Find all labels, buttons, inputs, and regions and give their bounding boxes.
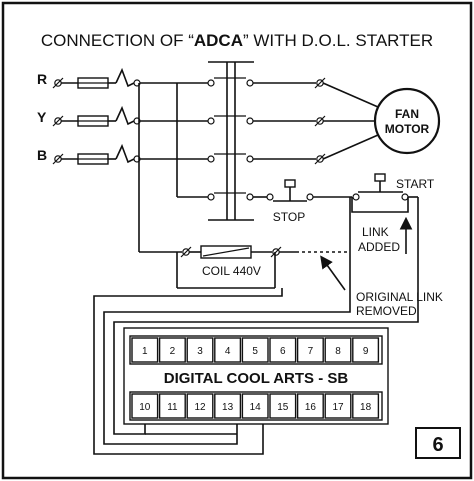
- link-added-label-line1: LINK: [362, 225, 389, 239]
- terminal-5: [241, 337, 269, 363]
- terminal-number: 1: [142, 346, 148, 357]
- terminal-3: [186, 337, 214, 363]
- stop-label: STOP: [273, 210, 305, 224]
- title-brand: ADCA: [194, 31, 243, 50]
- terminal-4: [214, 337, 242, 363]
- motor-icon: [373, 87, 441, 155]
- push-button-icon: [351, 173, 409, 213]
- phase-line-r: [52, 67, 379, 108]
- phase-label-b: B: [37, 147, 47, 163]
- terminal-11: [158, 393, 186, 419]
- start-label: START: [396, 177, 435, 191]
- terminal-number: 13: [222, 402, 234, 413]
- overload-relay-icon: [115, 143, 135, 164]
- terminal-number: 16: [305, 402, 317, 413]
- coil-label: COIL 440V: [202, 264, 261, 278]
- terminal-18: [352, 393, 380, 419]
- contactor-icon: [208, 61, 254, 221]
- motor-label-line2: MOTOR: [385, 122, 430, 136]
- terminal-16: [296, 393, 324, 419]
- terminal-number: 4: [225, 346, 231, 357]
- terminal-row-bottom: 10 11 12 13 14 15 16 17 18: [131, 393, 380, 419]
- page-number-box: [415, 427, 461, 459]
- overload-relay-icon: [115, 67, 135, 88]
- terminal-15: [269, 393, 297, 419]
- terminal-number: 3: [197, 346, 203, 357]
- original-link-label-line1: ORIGINAL LINK: [356, 290, 443, 304]
- original-link-label-line2: REMOVED: [356, 304, 417, 318]
- terminal-10: [131, 393, 159, 419]
- terminal-7: [296, 337, 324, 363]
- terminal-17: [324, 393, 352, 419]
- push-button-icon: [273, 179, 307, 202]
- title-suffix: ” WITH D.O.L. STARTER: [243, 31, 433, 50]
- terminal-number: 5: [252, 346, 258, 357]
- terminal-number: 15: [277, 402, 289, 413]
- controller-wiring: [93, 288, 419, 455]
- terminal-number: 7: [308, 346, 314, 357]
- terminal-number: 18: [360, 402, 372, 413]
- phase-line-y: [52, 105, 374, 127]
- terminal-13: [214, 393, 242, 419]
- terminal-12: [186, 393, 214, 419]
- terminal-1: [131, 337, 159, 363]
- arrow-icon: [320, 255, 346, 291]
- terminal-2: [158, 337, 186, 363]
- terminal-6: [269, 337, 297, 363]
- overload-relay-icon: [115, 105, 135, 126]
- coil-icon: [200, 245, 252, 259]
- page-title: CONNECTION OF “ADCA” WITH D.O.L. STARTER: [41, 31, 433, 50]
- terminal-9: [352, 337, 380, 363]
- terminal-8: [324, 337, 352, 363]
- coil-circuit: [138, 83, 351, 296]
- link-added-label-line2: ADDED: [358, 240, 400, 254]
- terminal-number: 6: [280, 346, 286, 357]
- title-prefix: CONNECTION OF “: [41, 31, 194, 50]
- terminal-number: 8: [335, 346, 341, 357]
- terminal-number: 14: [250, 402, 262, 413]
- page-number: 6: [432, 434, 443, 456]
- terminal-number: 10: [139, 402, 151, 413]
- control-circuit: [176, 83, 419, 300]
- terminal-number: 17: [332, 402, 344, 413]
- terminal-number: 2: [170, 346, 176, 357]
- phase-label-r: R: [37, 71, 47, 87]
- controller-name: DIGITAL COOL ARTS - SB: [164, 370, 349, 387]
- motor-label-line1: FAN: [395, 107, 419, 121]
- terminal-row-top: 1 2 3 4 5 6 7 8 9: [131, 337, 380, 363]
- terminal-number: 9: [363, 346, 369, 357]
- phase-label-y: Y: [37, 109, 47, 125]
- terminal-14: [241, 393, 269, 419]
- terminal-number: 12: [194, 402, 206, 413]
- phase-line-b: [52, 134, 379, 165]
- terminal-number: 11: [167, 402, 178, 413]
